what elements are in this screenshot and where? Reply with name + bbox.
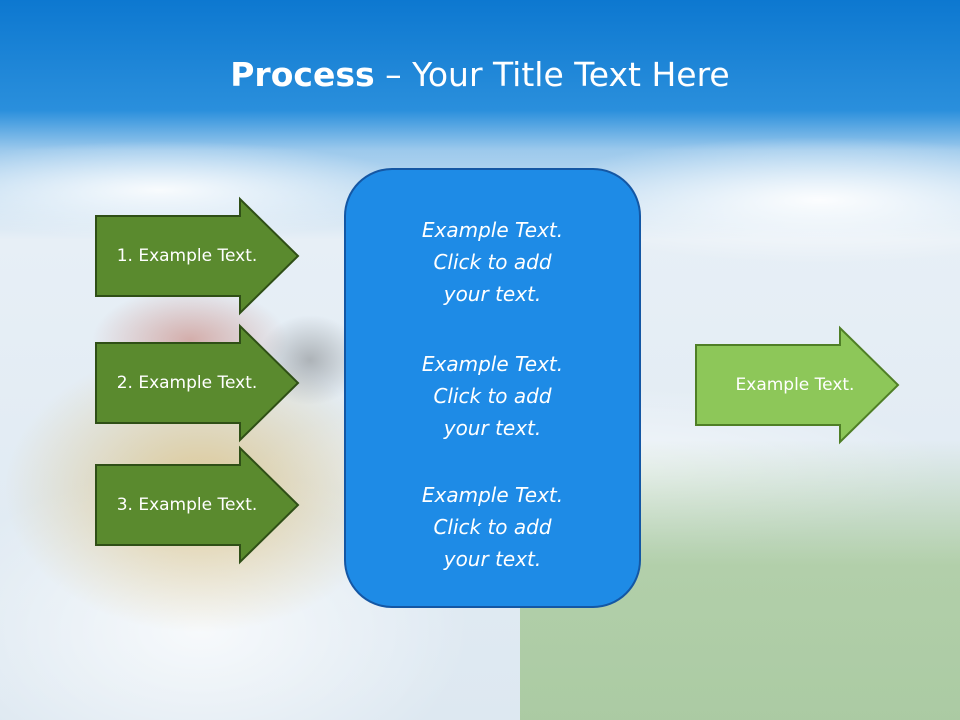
slide-title-rest: – Your Title Text Here — [374, 55, 730, 94]
left-arrow-2[interactable]: 2. Example Text. — [95, 323, 300, 443]
left-arrow-2-label: 2. Example Text. — [116, 373, 258, 393]
left-arrow-1[interactable]: 1. Example Text. — [95, 196, 300, 316]
center-text-2: Example Text. Click to add your text. — [421, 352, 564, 440]
center-text-3: Example Text. Click to add your text. — [421, 483, 564, 571]
left-arrow-3-label: 3. Example Text. — [116, 495, 258, 515]
center-content-box[interactable]: Example Text. Click to add your text. Ex… — [344, 168, 641, 608]
right-arrow[interactable]: Example Text. — [695, 325, 900, 445]
slide-title[interactable]: Process – Your Title Text Here — [0, 50, 960, 100]
left-arrow-3[interactable]: 3. Example Text. — [95, 445, 300, 565]
right-arrow-label: Example Text. — [735, 375, 855, 395]
left-arrow-3-shape — [95, 445, 300, 565]
slide-title-bold: Process — [230, 55, 375, 94]
left-arrow-1-shape — [95, 196, 300, 316]
left-arrow-1-label: 1. Example Text. — [116, 246, 258, 266]
left-arrow-2-shape — [95, 323, 300, 443]
right-arrow-shape — [695, 325, 900, 445]
center-text-1: Example Text. Click to add your text. — [421, 218, 564, 306]
